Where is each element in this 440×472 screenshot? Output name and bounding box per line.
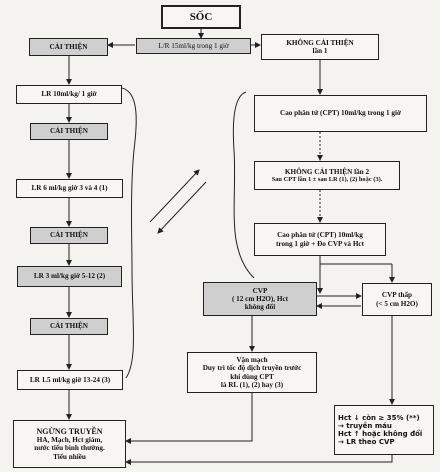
node-lr6-label: LR 6 ml/kg giờ 3 và 4 (1) xyxy=(31,184,108,193)
hct-line3: Hct ↑ hoặc không đổi xyxy=(338,430,423,438)
node-cvp: CVP ( 12 cm H2O), Hct không đổi xyxy=(203,282,317,316)
cvp-line2: ( 12 cm H2O), Hct xyxy=(231,294,289,303)
cvp-line3: không đổi xyxy=(244,303,276,312)
node-cpt2: Cao phân tử (CPT) 10ml/kg trong 1 giờ + … xyxy=(254,223,386,256)
node-cai-thien-2-label: CẢI THIỆN xyxy=(49,127,88,136)
node-hct: Hct ↓ còn ≥ 35% (**) → truyền máu Hct ↑ … xyxy=(334,405,434,455)
kct1-line1: KHÔNG CẢI THIỆN xyxy=(286,38,354,47)
cpt2-line1: Cao phân tử (CPT) 10ml/kg xyxy=(277,231,363,240)
node-khong-cai-thien-1: KHÔNG CẢI THIỆN lần 1 xyxy=(261,34,379,60)
node-van-mach: Vận mạch Duy trì tốc độ dịch truyền trướ… xyxy=(187,352,317,393)
node-lr10: LR 10ml/kg/ 1 giờ xyxy=(16,85,122,104)
bracket-left xyxy=(121,87,137,379)
node-lr3-label: LR 3 ml/kg giờ 5-12 (2) xyxy=(33,272,106,281)
node-lr15b-label: LR 1.5 ml/kg giờ 13-24 (3) xyxy=(29,375,111,384)
node-cai-thien-1-label: CẢI THIỆN xyxy=(49,42,88,51)
node-cai-thien-1: CẢI THIỆN xyxy=(29,38,108,56)
van-mach-line3: khi dùng CPT xyxy=(230,372,274,381)
node-khong-cai-thien-2: KHÔNG CẢI THIỆN lần 2 Sau CPT lần 1 ± sa… xyxy=(254,161,400,190)
node-cai-thien-3: CẢI THIỆN xyxy=(30,227,108,244)
node-cai-thien-3-label: CẢI THIỆN xyxy=(49,231,88,240)
arrow-hct-to-ngung xyxy=(125,455,393,465)
node-lr15: L/R 15ml/kg trong 1 giờ xyxy=(136,38,251,54)
node-soc-label: SỐC xyxy=(189,10,213,23)
hct-line4: → LR theo CVP xyxy=(338,438,395,447)
cvp-thap-line1: CVP thấp xyxy=(381,291,413,300)
node-cai-thien-4-label: CẢI THIỆN xyxy=(49,322,88,331)
van-mach-line1: Vận mạch xyxy=(236,355,268,364)
cvp-line1: CVP xyxy=(252,286,268,295)
kct2-line1: KHÔNG CẢI THIỆN lần 2 xyxy=(284,167,370,176)
van-mach-line2: Duy trì tốc độ dịch truyền trước xyxy=(202,364,302,373)
ngung-line1: NGỪNG TRUYỀN xyxy=(36,426,103,436)
node-cai-thien-2: CẢI THIỆN xyxy=(30,123,108,140)
kct1-line2: lần 1 xyxy=(312,47,328,55)
node-cpt1-label: Cao phân tử (CPT) 10ml/kg trong 1 giờ xyxy=(280,109,401,118)
cpt2-line2: trong 1 giờ + Đo CVP và Hct xyxy=(276,239,364,248)
ngung-line4: Tiểu nhiều xyxy=(53,452,86,461)
node-cvp-thap: CVP thấp (< 5 cm H2O) xyxy=(362,283,432,316)
hct-line2: → truyền máu xyxy=(338,421,392,430)
node-cai-thien-4: CẢI THIỆN xyxy=(30,318,108,335)
node-lr3: LR 3 ml/kg giờ 5-12 (2) xyxy=(17,266,122,287)
cvp-thap-line2: (< 5 cm H2O) xyxy=(376,299,418,308)
node-lr6: LR 6 ml/kg giờ 3 và 4 (1) xyxy=(16,179,123,198)
node-cpt1: Cao phân tử (CPT) 10ml/kg trong 1 giờ xyxy=(254,95,427,132)
node-soc: SỐC xyxy=(161,5,241,29)
bracket-right xyxy=(232,91,255,279)
node-lr15b: LR 1.5 ml/kg giờ 13-24 (3) xyxy=(17,370,123,390)
arrow-vanmach-to-ngung xyxy=(125,393,253,444)
arrow-mid-down xyxy=(157,181,207,234)
ngung-line2: HA, Mạch, Hct giảm, xyxy=(36,436,103,445)
node-lr15-label: L/R 15ml/kg trong 1 giờ xyxy=(158,41,229,50)
arrow-mid-up xyxy=(149,169,200,223)
node-ngung-truyen: NGỪNG TRUYỀN HA, Mạch, Hct giảm, nước ti… xyxy=(13,420,126,468)
kct2-line2: Sau CPT lần 1 ± sau LR (1), (2) hoặc (3)… xyxy=(271,175,383,183)
ngung-line3: nước tiểu bình thường. xyxy=(34,444,105,453)
node-lr10-label: LR 10ml/kg/ 1 giờ xyxy=(41,90,97,99)
hct-line1: Hct ↓ còn ≥ 35% (**) xyxy=(338,413,420,422)
van-mach-line4: là RL (1), (2) hay (3) xyxy=(220,380,284,389)
